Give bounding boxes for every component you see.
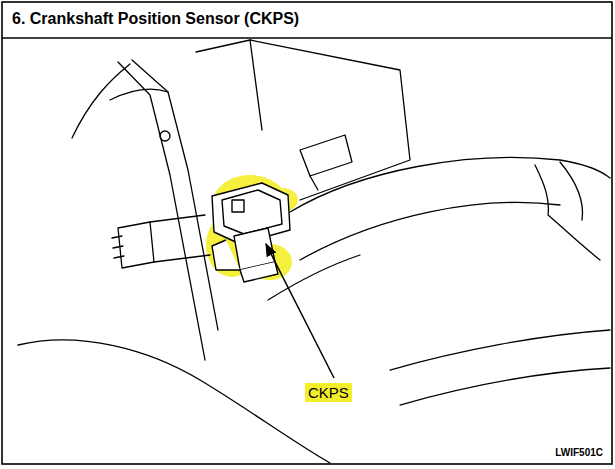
figure-title: 6. Crankshaft Position Sensor (CKPS) [12, 10, 299, 28]
title-rule [2, 37, 612, 39]
sensor-highlight [206, 175, 298, 280]
leader-arrow [266, 244, 334, 378]
part-label: CKPS [305, 383, 352, 402]
engine-lines [18, 40, 610, 463]
figure-code: LWIF501C [555, 447, 603, 459]
frame-border [2, 2, 612, 464]
